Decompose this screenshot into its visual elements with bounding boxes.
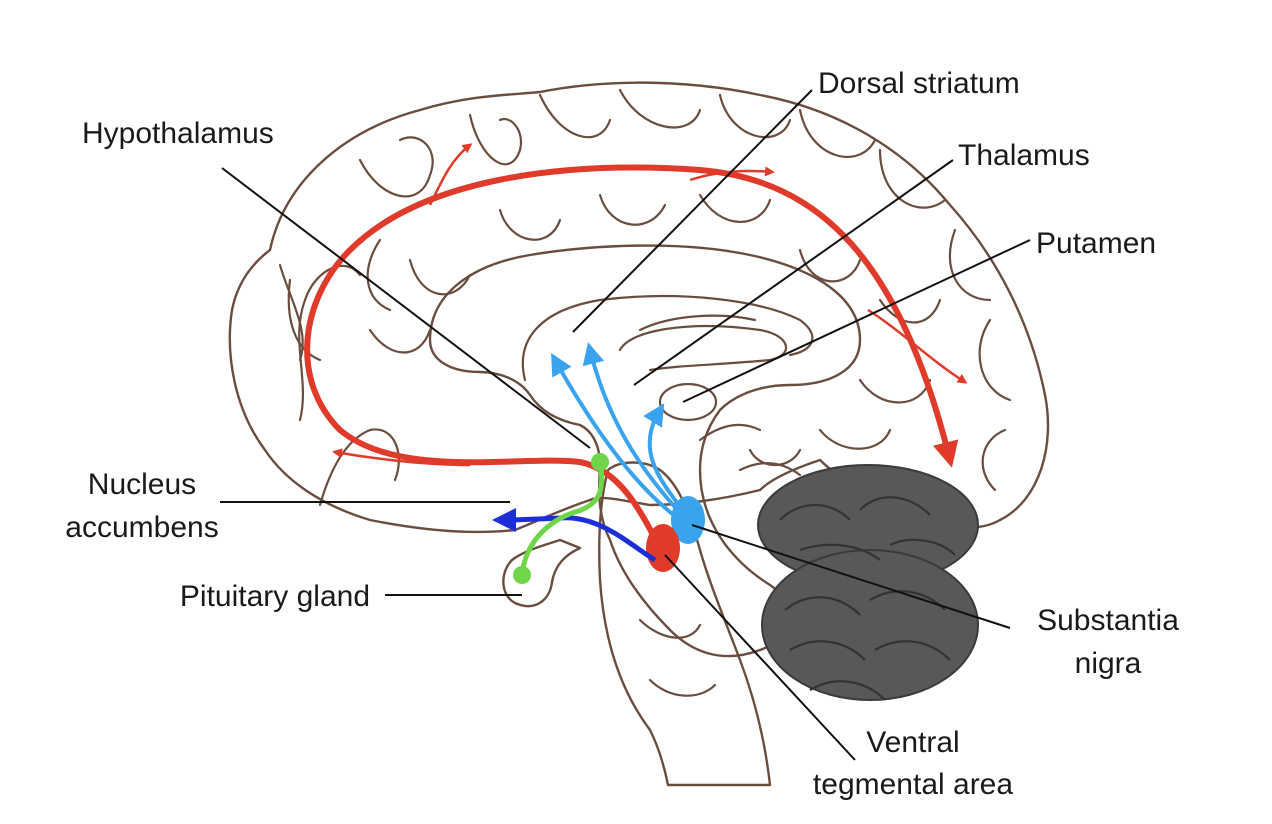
substantia-nigra-nucleus [671, 496, 705, 544]
subcortical-region [428, 244, 862, 658]
nigrostriatal-pathway [551, 342, 705, 544]
label-substantia-nigra-line1: Substantia [1037, 604, 1179, 637]
brainstem [598, 461, 772, 787]
label-pituitary-gland: Pituitary gland [180, 580, 370, 613]
label-nucleus-accumbens-line2: accumbens [65, 511, 218, 544]
label-thalamus: Thalamus [958, 139, 1090, 172]
putamen-structure [658, 382, 718, 422]
cerebral-cortex [228, 81, 1050, 534]
leader-lines [220, 89, 1031, 761]
label-vta-line2: tegmental area [813, 768, 1013, 801]
label-nucleus-accumbens-line1: Nucleus [88, 468, 196, 501]
label-vta-line1: Ventral [866, 726, 959, 759]
label-dorsal-striatum: Dorsal striatum [818, 67, 1020, 100]
label-substantia-nigra-line2: nigra [1075, 647, 1142, 680]
cortical-folds [278, 88, 1012, 507]
mesocortical-pathway [304, 143, 968, 550]
pituitary-gland [502, 538, 582, 608]
tuberoinfundibular-pathway [513, 453, 609, 584]
cerebellum [757, 464, 979, 701]
subcortical-structures [521, 294, 814, 477]
label-hypothalamus: Hypothalamus [82, 117, 274, 150]
label-putamen: Putamen [1036, 227, 1156, 260]
